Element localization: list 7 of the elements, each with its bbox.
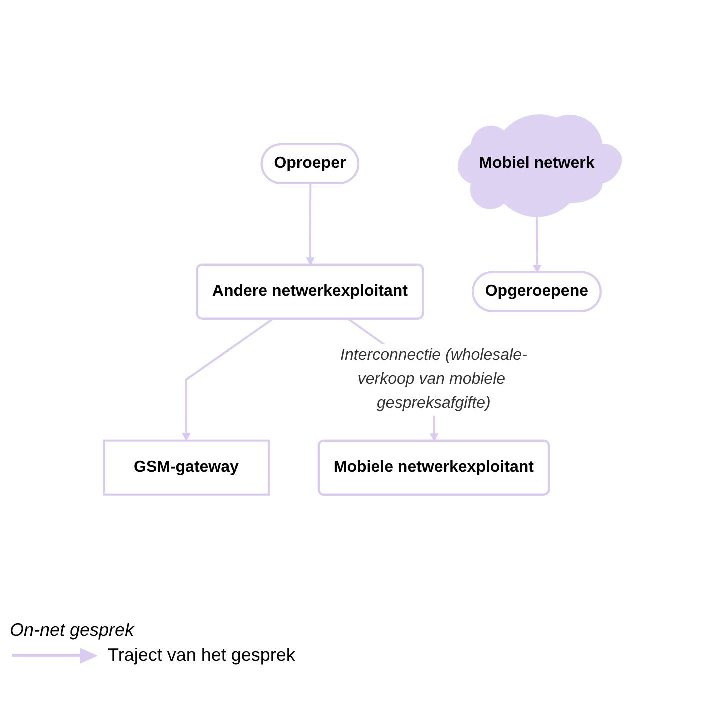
arrow — [532, 214, 542, 274]
edge-label: Interconnectie (wholesale-verkoop van mobiele gespreksafgifte) — [340, 346, 527, 412]
arrow — [306, 184, 315, 266]
arrow — [182, 318, 273, 442]
node-box: GSM-gateway — [102, 440, 270, 496]
legend-text: Traject van het gesprek — [108, 645, 296, 666]
note-text: On-net gesprek — [10, 620, 136, 641]
